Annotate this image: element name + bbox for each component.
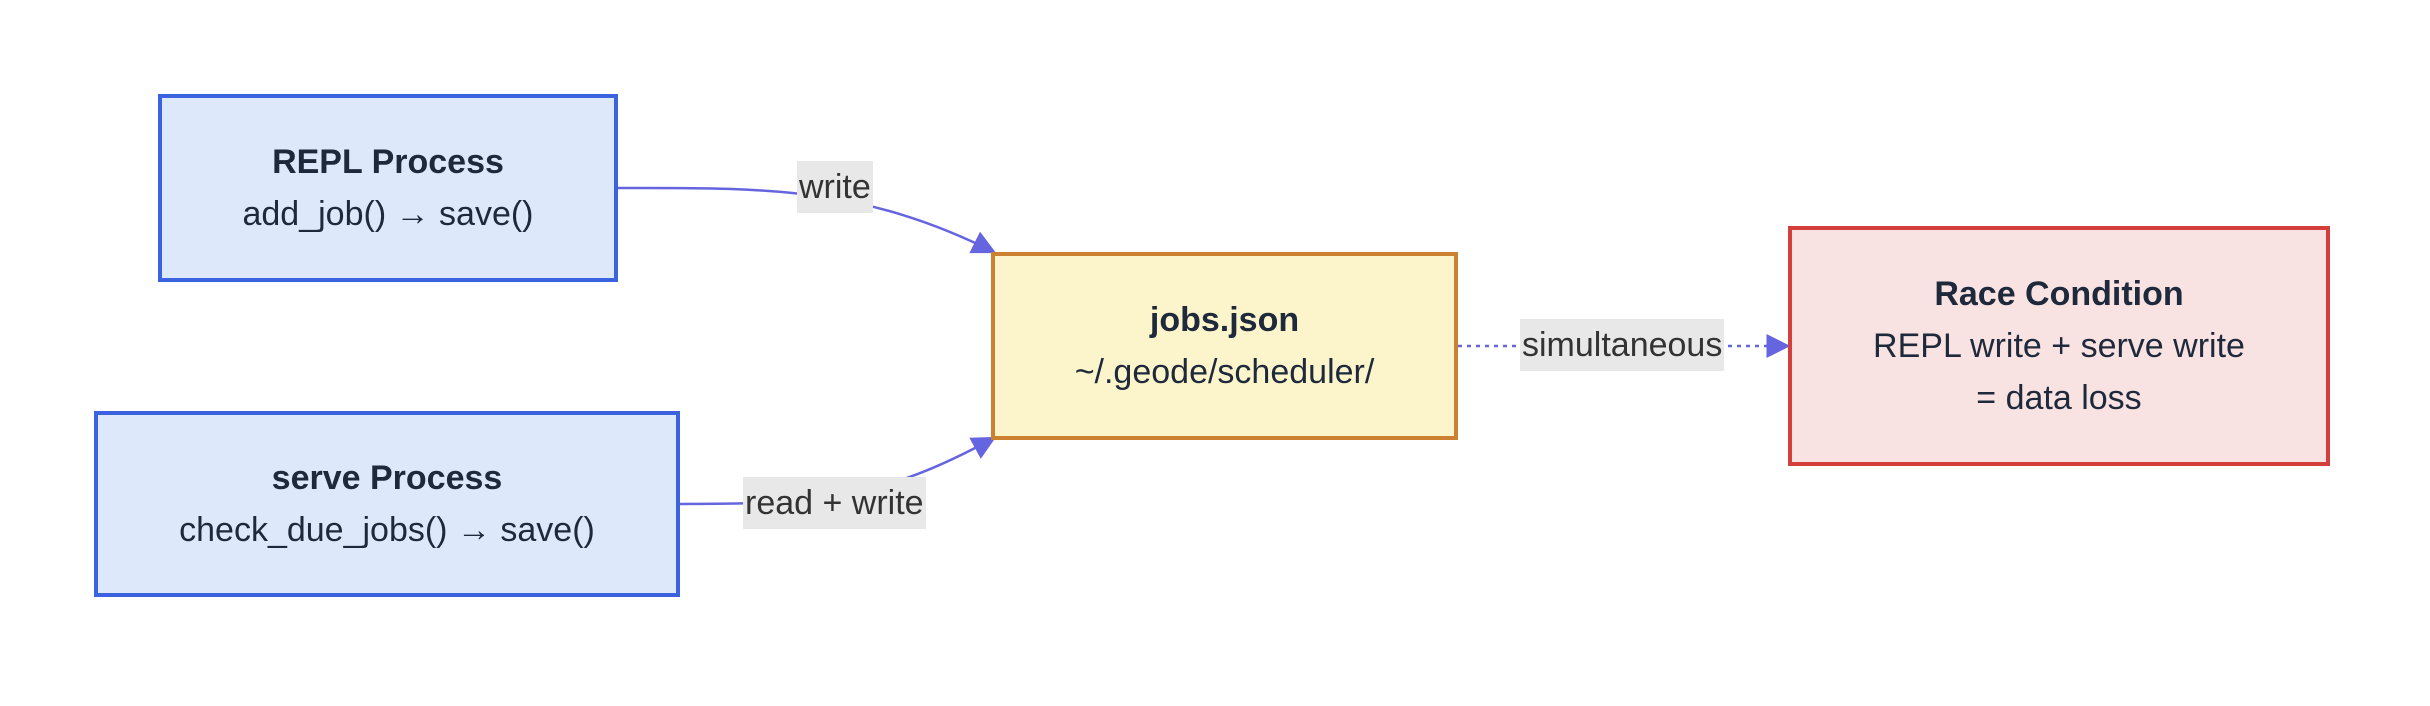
repl-process-title: REPL Process [272,143,504,181]
race-condition-detail-2: = data loss [1976,379,2142,417]
race-condition-detail-1: REPL write + serve write [1873,327,2245,365]
race-condition-title: Race Condition [1934,275,2184,313]
serve-process-detail: check_due_jobs() → save() [179,511,595,549]
jobs-json-title: jobs.json [1149,301,1300,339]
jobs-json-path: ~/.geode/scheduler/ [1074,353,1375,391]
edge-label-read-write: read + write [743,477,926,529]
serve-process-title: serve Process [271,459,503,497]
serve-process-node: serve Process check_due_jobs() → save() [94,411,680,597]
repl-process-detail: add_job() → save() [242,195,534,233]
repl-process-node: REPL Process add_job() → save() [158,94,618,282]
edge-label-write: write [797,161,873,213]
edge-label-simultaneous: simultaneous [1520,319,1725,371]
race-condition-node: Race Condition REPL write + serve write … [1788,226,2330,466]
jobs-json-node: jobs.json ~/.geode/scheduler/ [991,252,1458,440]
